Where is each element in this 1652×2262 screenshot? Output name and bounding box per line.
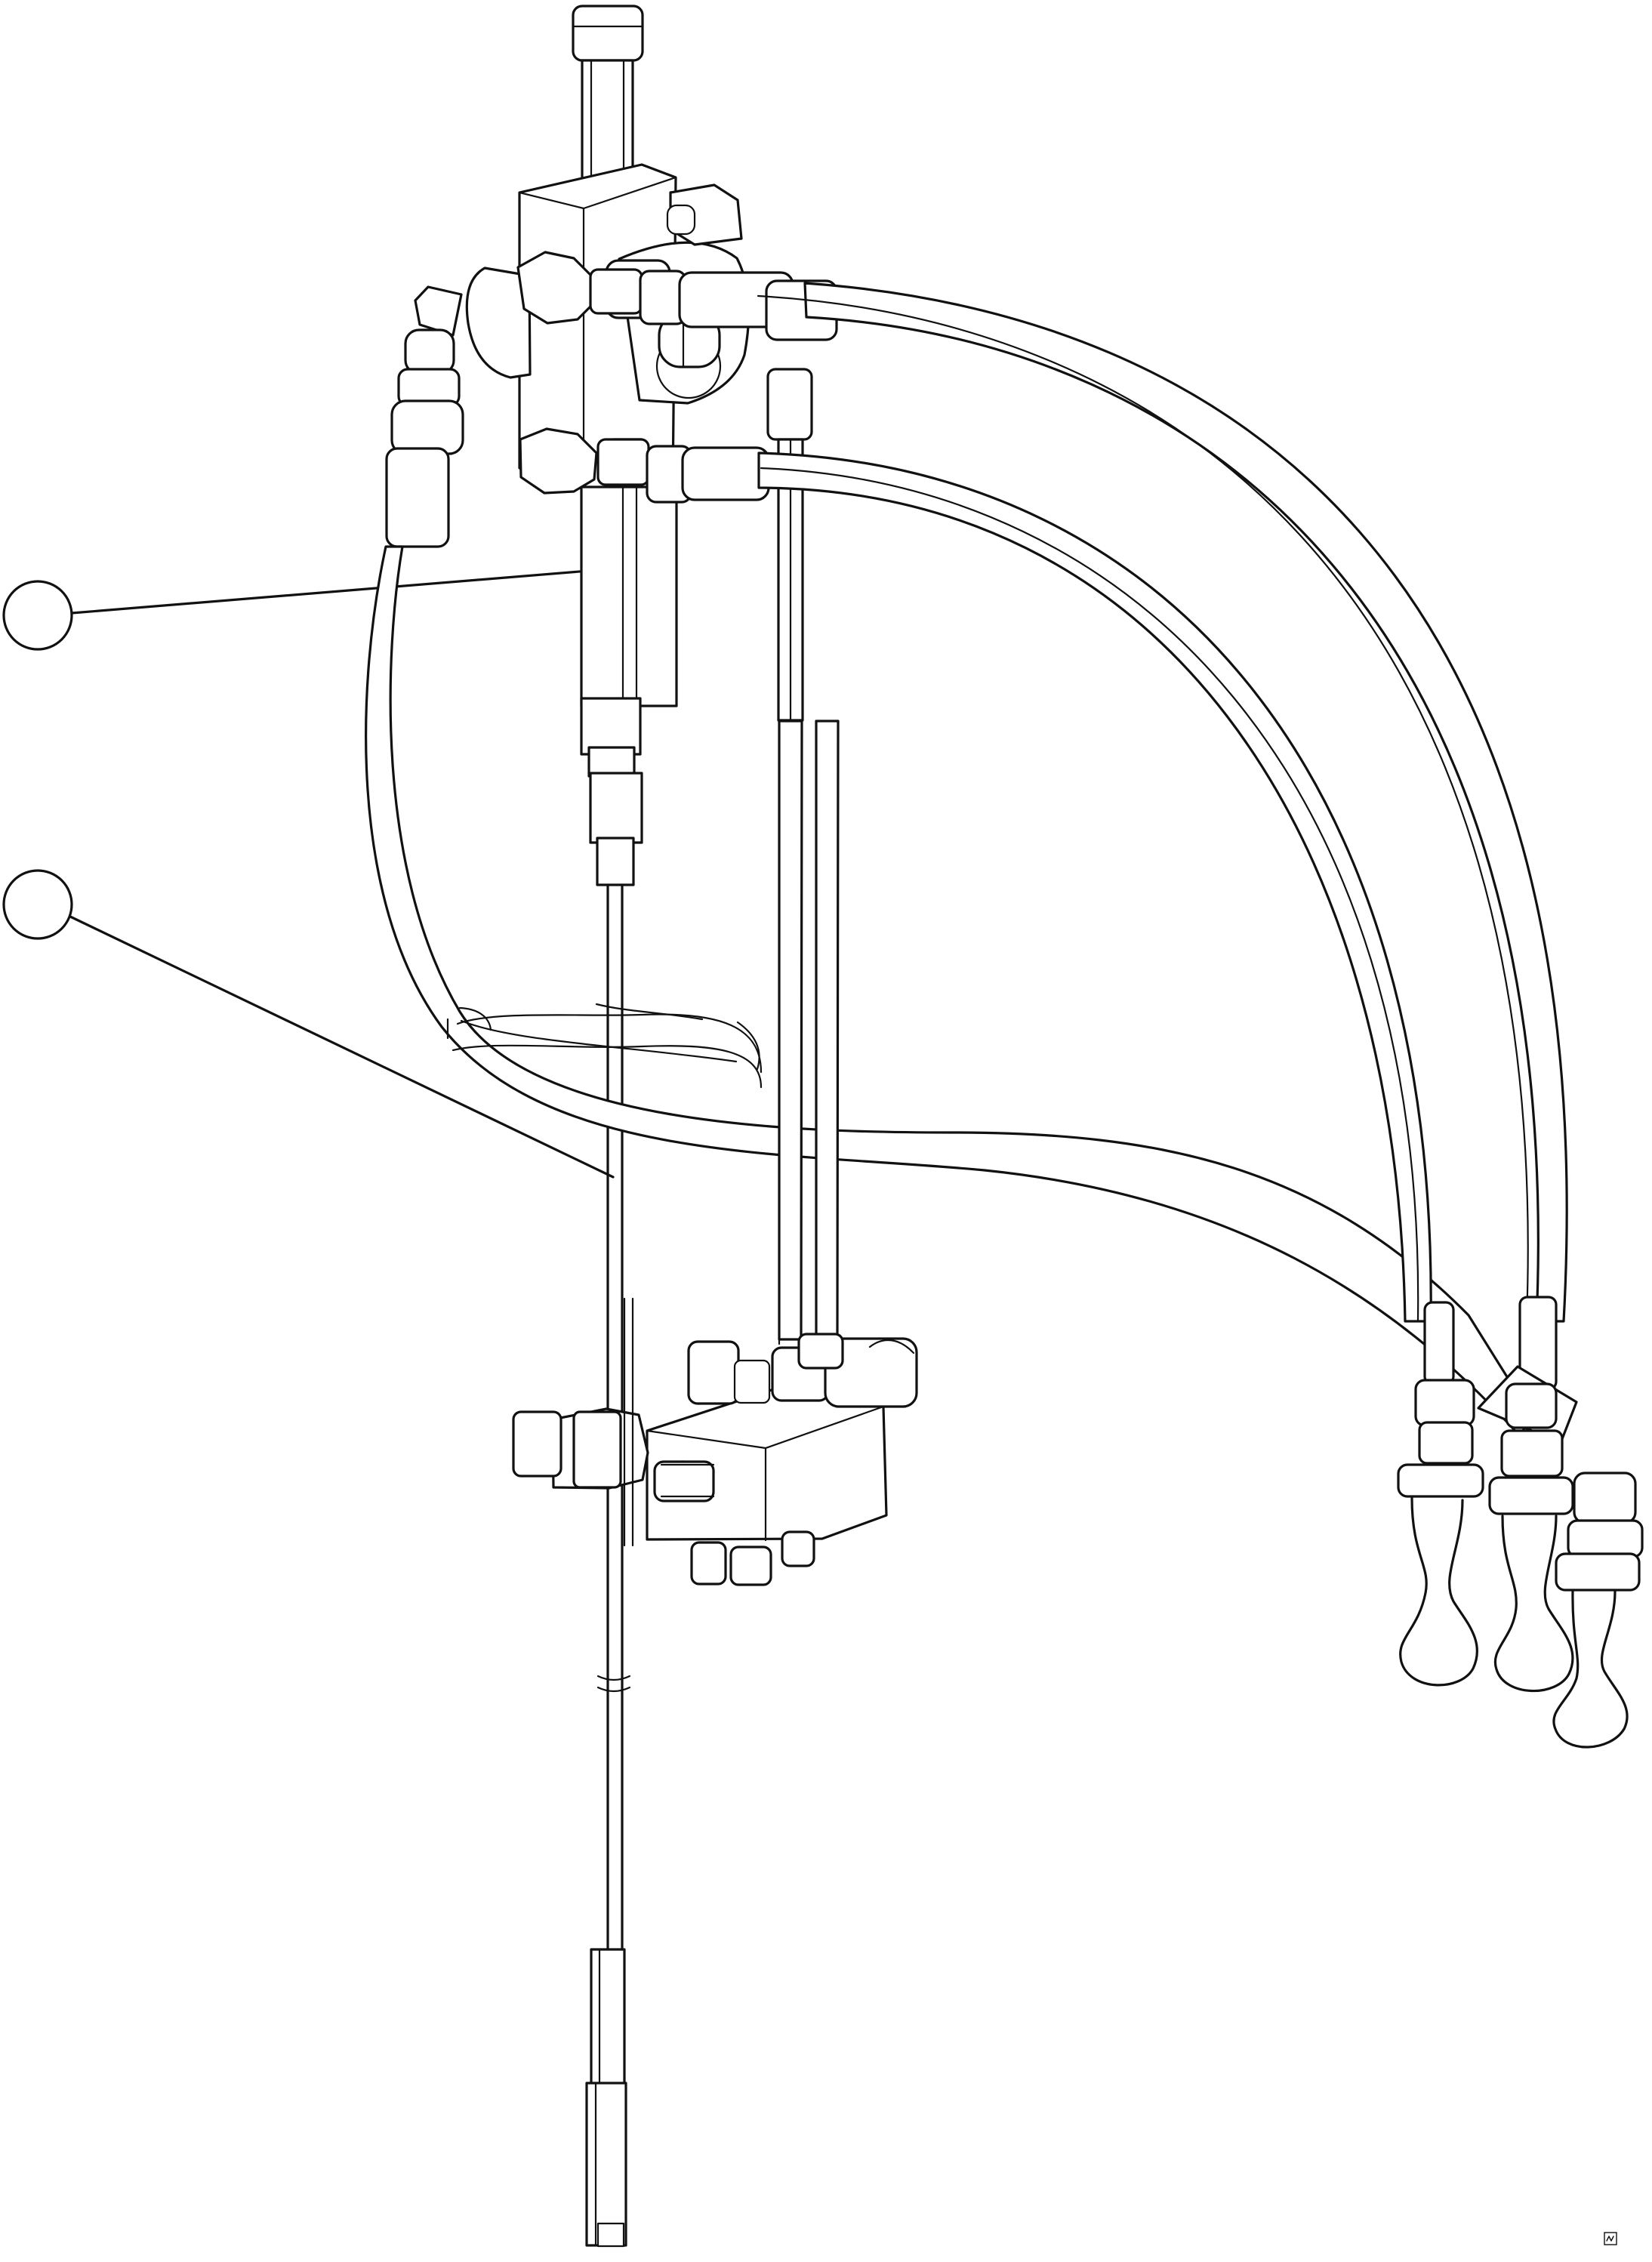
detail-lines xyxy=(446,1003,915,1498)
right-end-fittings xyxy=(1397,1296,1644,1749)
callout-1 xyxy=(2,569,599,651)
callout-circle-1 xyxy=(2,580,73,651)
lower-valve-block xyxy=(512,1297,918,1586)
leader-line-2 xyxy=(69,915,615,1179)
callout-circle-2 xyxy=(2,869,73,940)
left-hose-fittings xyxy=(365,285,1534,1437)
leader-line-1 xyxy=(70,569,599,615)
upper-fittings-row xyxy=(516,251,838,722)
corner-mark-icon xyxy=(1604,2232,1617,2245)
callout-2 xyxy=(2,869,615,1179)
